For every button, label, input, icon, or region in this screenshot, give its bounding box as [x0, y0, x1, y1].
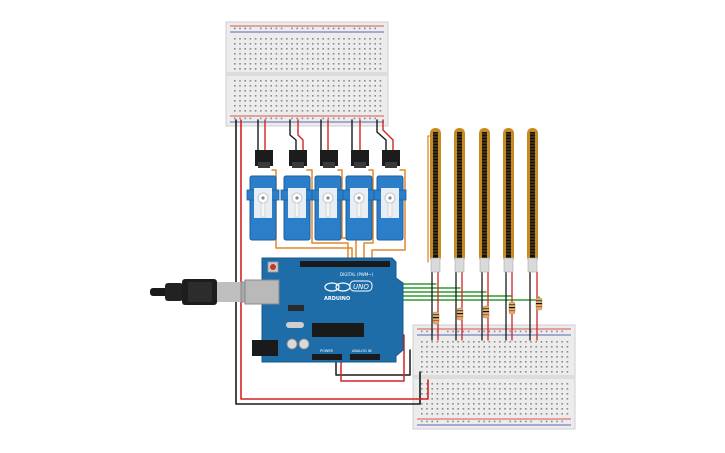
atmega-chip — [312, 323, 364, 337]
resistor-3[interactable] — [482, 305, 490, 319]
servo-wire-2[interactable] — [289, 119, 297, 151]
brand-label: ARDUINO — [324, 296, 350, 302]
resistor-2[interactable] — [456, 307, 464, 321]
servo-3[interactable] — [311, 150, 345, 241]
power-label: POWER — [320, 349, 334, 353]
digital-label: DIGITAL (PWM~) — [340, 272, 374, 277]
digital-header — [300, 261, 390, 267]
servo-group — [246, 150, 407, 241]
servo-5[interactable] — [373, 150, 407, 241]
uno-badge — [349, 280, 373, 292]
signal-wire-5[interactable] — [371, 169, 406, 263]
signal-wire-2[interactable] — [306, 169, 349, 263]
servo-1[interactable] — [246, 150, 280, 241]
model-label: UNO — [353, 283, 369, 291]
black-gnd-wire[interactable] — [335, 349, 411, 376]
servo-wire-5[interactable] — [376, 119, 387, 151]
power-header — [312, 354, 342, 360]
flex-3[interactable] — [479, 128, 490, 273]
resistor-5[interactable] — [535, 297, 543, 311]
flex-2[interactable] — [454, 128, 465, 273]
black-supply-wire[interactable] — [235, 119, 421, 405]
red-supply-wire[interactable] — [240, 119, 429, 400]
flex-5[interactable] — [527, 128, 538, 273]
resistor-group — [432, 297, 543, 325]
flex-1[interactable] — [430, 128, 441, 273]
flex-4[interactable] — [503, 128, 514, 273]
resistor-4[interactable] — [508, 301, 516, 315]
top-breadboard[interactable] — [225, 21, 389, 127]
arduino-logo-icon — [324, 282, 340, 292]
analog-label: ANALOG IN — [352, 349, 372, 353]
analog-header — [350, 354, 380, 360]
servo-4[interactable] — [342, 150, 376, 241]
arduino-uno[interactable]: DIGITAL (PWM~) ARDUINO UNO POWER ANALOG … — [244, 257, 404, 363]
red-5v-wire[interactable] — [340, 334, 405, 382]
signal-wire-4[interactable] — [363, 169, 374, 263]
signal-wire-1[interactable] — [271, 169, 353, 263]
signal-wire-3[interactable] — [337, 169, 357, 263]
servo-2[interactable] — [280, 150, 314, 241]
usb-port — [244, 279, 280, 305]
servo-wire-2-red[interactable] — [297, 119, 304, 151]
flex-sensor-group — [430, 128, 538, 273]
resistor-1[interactable] — [432, 311, 440, 325]
servo-wire-5-red[interactable] — [382, 119, 394, 151]
power-jack — [252, 340, 278, 356]
bottom-breadboard[interactable] — [412, 324, 576, 430]
